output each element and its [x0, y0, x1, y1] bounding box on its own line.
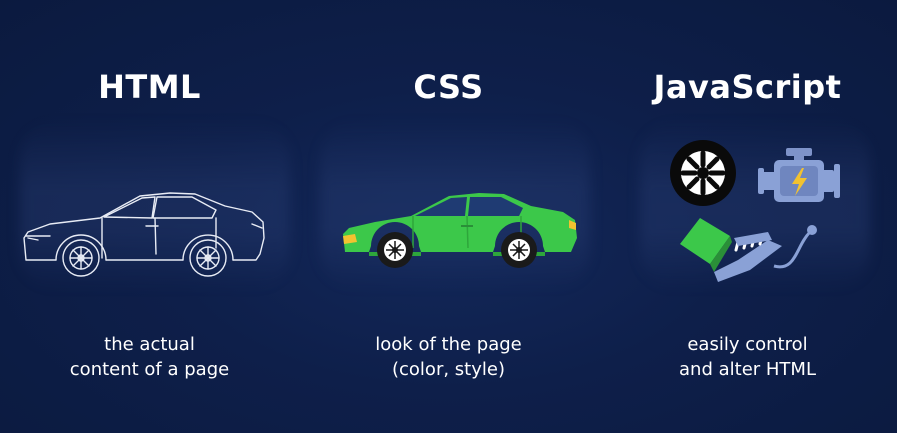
- column-title-css: CSS: [413, 68, 484, 106]
- wheel-icon: [670, 140, 736, 206]
- car-colored-icon: [343, 193, 577, 268]
- description-line-2: and alter HTML: [679, 359, 816, 380]
- description-line-1: easily control: [687, 334, 808, 355]
- description-line-1: look of the page: [375, 334, 522, 355]
- column-css: CSS look of the page (color, style): [299, 0, 598, 433]
- column-description-javascript: easily control and alter HTML: [598, 332, 897, 382]
- column-title-javascript: JavaScript: [653, 68, 842, 106]
- engine-icon: [758, 148, 840, 202]
- column-title-html: HTML: [98, 68, 201, 106]
- column-description-html: the actual content of a page: [0, 332, 299, 382]
- column-description-css: look of the page (color, style): [299, 332, 598, 382]
- column-html: HTML: [0, 0, 299, 433]
- description-line-2: (color, style): [392, 359, 505, 380]
- column-javascript: JavaScript: [598, 0, 897, 433]
- car-outline-icon: [23, 192, 265, 277]
- description-line-2: content of a page: [69, 359, 230, 380]
- description-line-1: the actual: [104, 334, 195, 355]
- pedals-icon: [680, 218, 817, 282]
